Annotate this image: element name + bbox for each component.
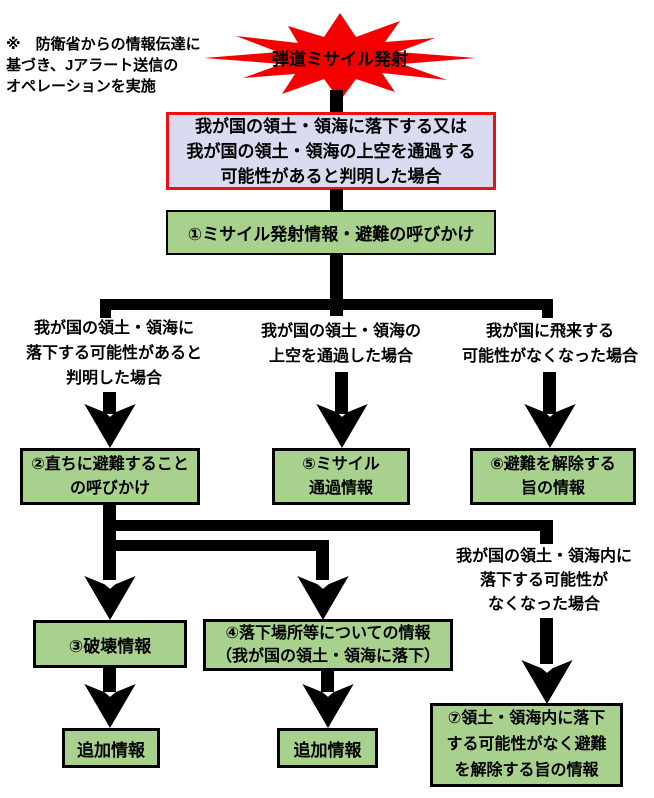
explosion-burst-icon xyxy=(204,13,476,101)
arrow-head-to-additional-mid-icon xyxy=(302,684,354,728)
start-burst: 弾道ミサイル発射 xyxy=(203,8,477,106)
step7-box: ⑦領土・領海内に落下 する可能性がなく避難 を解除する旨の情報 xyxy=(430,703,623,787)
condition-passed-over: 我が国の領土・領海の 上空を通過した場合 xyxy=(260,323,421,365)
condition-fall-possible: 我が国の領土・領海に 落下する可能性があると 判明した場合 xyxy=(25,320,202,387)
arrow-head-to-step5-icon xyxy=(316,404,368,448)
connector-step1-down xyxy=(330,255,343,305)
arrow-head-to-step2-icon xyxy=(84,404,136,448)
step4-box: ④落下場所等についての情報 （我が国の領土・領海に落下） xyxy=(203,619,453,671)
split-stub-left xyxy=(100,299,111,318)
arrow-head-to-additional-left-icon xyxy=(84,684,136,728)
arrow-head-to-step6-icon xyxy=(524,404,576,448)
annotation-note: ※ 防衛省からの情報伝達に 基づき、Jアラート送信の オペレーションを実施 xyxy=(6,36,201,95)
additional-info-mid-box: 追加情報 xyxy=(277,728,378,768)
step5-box: ⑤ミサイル 通過情報 xyxy=(272,448,410,505)
arrow-bar-to-step5 xyxy=(335,372,348,414)
arrow-bar-to-additional-mid xyxy=(321,671,334,692)
branch-bar-to-step4 xyxy=(316,540,329,580)
arrow-bar-to-additional-left xyxy=(103,668,116,692)
branch-line-to-step7 xyxy=(103,520,553,531)
split-stub-right xyxy=(542,299,553,318)
step1-box: ①ミサイル発射情報・避難の呼びかけ xyxy=(166,210,496,255)
arrow-head-to-step3-icon xyxy=(84,576,136,620)
step2-box: ②直ちに避難すること の呼びかけ xyxy=(20,448,200,505)
branch-line-to-step4 xyxy=(103,540,329,551)
arrow-bar-to-step6 xyxy=(543,372,556,414)
branch-stub-step7 xyxy=(540,520,553,544)
split-stub-middle xyxy=(330,299,343,316)
start-burst-label: 弾道ミサイル発射 xyxy=(272,49,408,69)
trigger-condition-box: 我が国の領土・領海に落下する又は 我が国の領土・領海の上空を通過する 可能性があ… xyxy=(166,112,496,190)
condition-fall-no-longer-possible: 我が国の領土・領海内に 落下する可能性が なくなった場合 xyxy=(455,548,632,613)
step3-box: ③破壊情報 xyxy=(33,620,187,668)
connector-condition-to-step1 xyxy=(330,189,343,212)
arrow-head-to-step4-icon xyxy=(297,576,349,620)
step6-box: ⑥避難を解除する 旨の情報 xyxy=(470,448,636,505)
arrow-bar-to-step7 xyxy=(540,618,553,664)
additional-info-left-box: 追加情報 xyxy=(62,728,160,768)
condition-no-longer-flying: 我が国に飛来する 可能性がなくなった場合 xyxy=(461,323,638,365)
arrow-bar-to-step2 xyxy=(103,392,116,414)
split-line-top xyxy=(100,299,553,310)
connector-burst-to-condition xyxy=(330,90,343,116)
arrow-head-to-step7-icon xyxy=(521,660,573,704)
